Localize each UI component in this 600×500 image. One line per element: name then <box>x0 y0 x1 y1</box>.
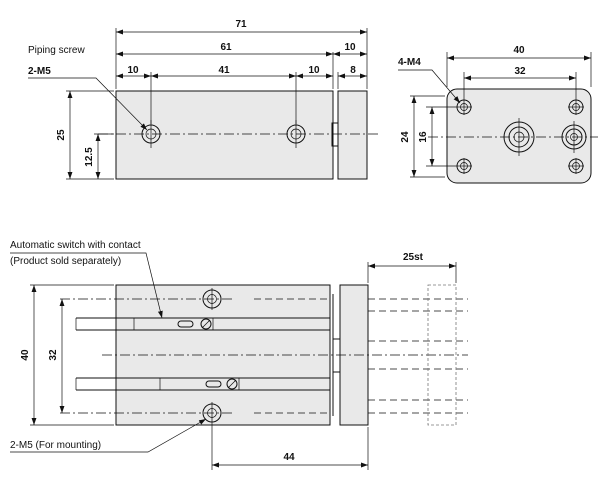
auto-switch-label: Automatic switch with contact <box>10 240 141 251</box>
piping-port-right <box>286 120 306 148</box>
mount-hole-leader <box>10 418 207 453</box>
piping-screw-spec-label: 2-M5 <box>28 66 51 77</box>
piston-rod-stub <box>331 122 339 147</box>
dim-overall-length: 71 <box>235 19 247 30</box>
dim-side-width: 40 <box>20 349 31 361</box>
mount-hole-top-right <box>568 99 584 115</box>
piping-port-left <box>141 120 161 148</box>
mount-hole-bottom-right <box>568 158 584 174</box>
end-plate <box>337 90 368 180</box>
piping-screw-leader <box>28 77 148 131</box>
mount-hole-top-left <box>456 99 472 115</box>
front-view: 71 61 10 10 41 10 8 25 12.5 Piping screw… <box>28 19 380 180</box>
dim-plate-thickness: 8 <box>350 65 356 76</box>
dim-mount-hole-pitch: 44 <box>283 452 295 463</box>
dim-stroke: 25st <box>403 252 424 263</box>
auto-switch-top <box>133 318 214 330</box>
dim-end-hole-pitch-h: 32 <box>514 66 526 77</box>
dim-port-offset-left: 10 <box>127 65 139 76</box>
dim-body-length: 61 <box>220 42 232 53</box>
top-mount-thread-label: 4-M4 <box>398 57 421 68</box>
end-view: 40 32 24 16 4-M4 <box>398 45 598 184</box>
piping-screw-label: Piping screw <box>28 45 85 56</box>
auto-switch-leader <box>10 252 163 319</box>
mount-hole-label: 2-M5 (For mounting) <box>10 440 101 451</box>
dim-body-height: 25 <box>56 129 67 141</box>
cylinder-body <box>115 90 334 180</box>
top-mount-thread-leader <box>398 69 461 104</box>
rod-end-center <box>503 118 535 156</box>
auto-switch-bottom <box>159 378 240 390</box>
dim-plate-length: 10 <box>344 42 356 53</box>
mount-hole-bottom-left <box>456 158 472 174</box>
dim-side-hole-pitch: 32 <box>48 349 59 361</box>
sold-separately-label: (Product sold separately) <box>10 256 121 267</box>
dim-end-width: 40 <box>513 45 525 56</box>
dim-end-hole-pitch-v: 16 <box>418 131 429 143</box>
dim-center-height: 12.5 <box>84 147 95 167</box>
dim-port-offset-right: 10 <box>308 65 320 76</box>
rod-end-side <box>561 121 587 153</box>
dim-port-pitch: 41 <box>218 65 230 76</box>
side-view: 40 32 25st 44 Automatic switch with cont… <box>10 240 468 470</box>
phantom-end-plate <box>427 284 457 426</box>
dim-end-height: 24 <box>400 131 411 143</box>
